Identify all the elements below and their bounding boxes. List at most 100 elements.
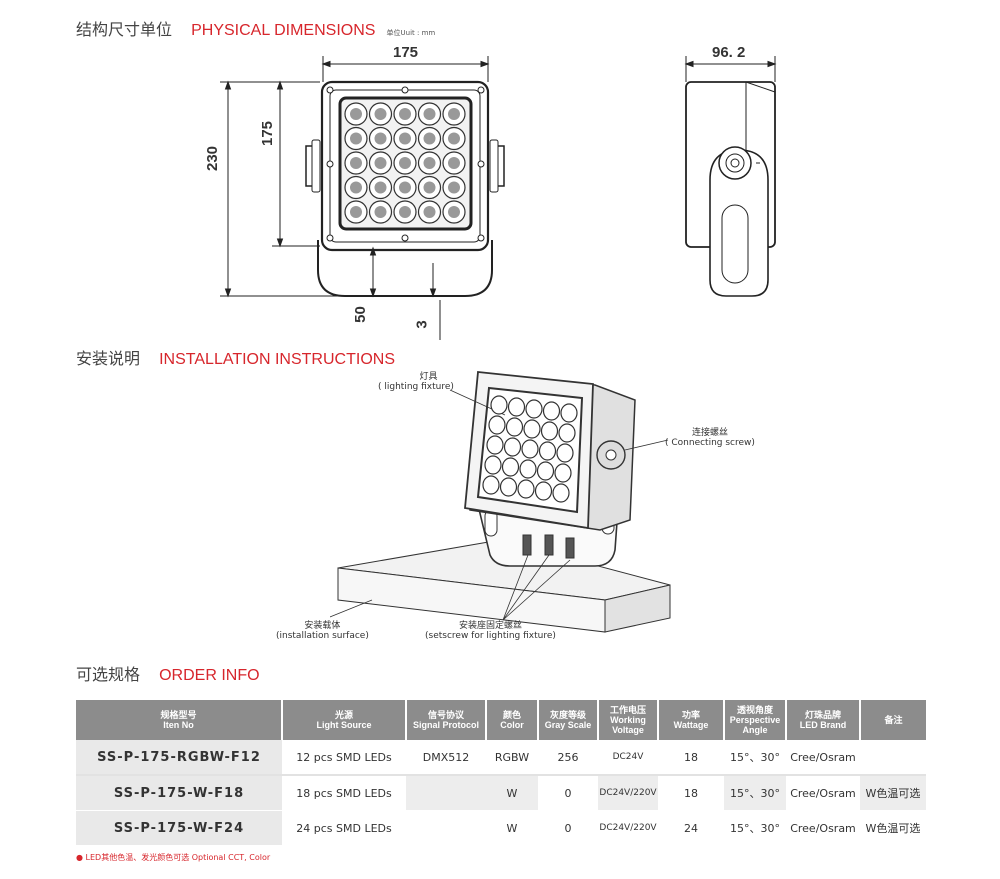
led-lens [536,461,555,481]
table-row: SS-P-175-RGBW-F12 12 pcs SMD LEDs DMX512… [76,740,926,776]
led-chip [423,108,436,120]
cell-color: W [486,810,538,846]
cell-light-source: 18 pcs SMD LEDs [282,775,406,811]
led-chip [374,206,387,218]
led-lens [486,435,504,455]
led-chip [448,132,460,145]
dim-front-width: 175 [393,44,419,61]
led-chip [423,181,436,194]
surface-label: 安装载体 (installation surface) [276,621,369,641]
led-chip [374,157,387,169]
section-title-cn: 结构尺寸单位 [76,20,173,39]
unit-label: 单位Uuit : mm [386,29,436,37]
section-dimensions-heading: 结构尺寸单位 PHYSICAL DIMENSIONS 单位Uuit : mm [76,16,435,40]
led-lens [503,437,522,457]
led-chip [423,132,436,145]
setscrew-label: 安装座固定螺丝 (setscrew for lighting fixture) [425,621,556,641]
led-chip [399,157,411,169]
cell-item-no: SS-P-175-W-F18 [76,775,282,811]
led-chip [374,132,387,145]
led-chip [350,181,362,194]
led-lens [507,397,526,417]
led-lens [556,443,574,463]
led-chip [448,181,460,194]
led-chip [423,206,436,218]
connecting-screw-label: 连接螺丝 ( Connecting screw) [665,428,755,448]
led-lens [538,441,557,461]
header-remarks: 备注 [860,700,926,740]
cell-remarks: W色温可选 [860,810,926,846]
led-lens [540,421,559,441]
led-chip [423,157,436,169]
led-chip [399,181,411,194]
table-row: SS-P-175-W-F18 18 pcs SMD LEDs W 0 DC24V… [76,775,926,811]
led-chip [399,108,411,120]
led-chip [350,132,362,145]
led-lens [554,463,572,483]
led-lens [523,419,541,439]
led-lens [505,417,524,437]
footnote: ● LED其他色温、发光颜色可选 Optional CCT, Color [76,853,271,862]
table-row: SS-P-175-W-F24 24 pcs SMD LEDs W 0 DC24V… [76,810,926,846]
dim-total-height: 230 [204,145,222,172]
led-chip [374,108,387,120]
led-chip [448,108,460,120]
cell-voltage: DC24V/220V [598,810,658,846]
led-lens [534,481,553,501]
cell-led-brand: Cree/Osram [786,740,860,776]
cell-wattage: 24 [658,810,724,846]
front-view-drawing [220,56,505,340]
cell-voltage: DC24V [598,740,658,776]
cell-wattage: 18 [658,775,724,811]
installation-illustration [330,371,671,633]
led-lens [521,439,539,459]
dim-bracket-height: 50 [351,306,369,323]
section-title-en: INSTALLATION INSTRUCTIONS [159,351,395,368]
led-chip [399,132,411,145]
led-lens [560,403,578,423]
dim-gap: 3 [413,320,431,329]
led-chip [399,206,411,218]
cell-color: W [486,775,538,811]
led-chip [350,206,362,218]
cell-color: RGBW [486,740,538,776]
cell-signal-protocol [406,810,486,846]
section-title-en: PHYSICAL DIMENSIONS [191,22,376,39]
cell-light-source: 24 pcs SMD LEDs [282,810,406,846]
cell-angle: 15°、30° [724,810,786,846]
led-lens [525,399,543,419]
cell-gray-scale: 256 [538,740,598,776]
section-order-heading: 可选规格 ORDER INFO [76,661,260,685]
section-title-en: ORDER INFO [159,667,260,684]
surface-label-cn: 安装载体 [304,621,341,631]
led-chip [448,157,460,169]
setscrew-label-cn: 安装座固定螺丝 [458,621,522,631]
cell-signal-protocol: DMX512 [406,740,486,776]
cell-led-brand: Cree/Osram [786,810,860,846]
cell-light-source: 12 pcs SMD LEDs [282,740,406,776]
led-lens [552,483,570,503]
screw-label-en: ( Connecting screw) [665,438,755,448]
led-lens [488,415,506,435]
led-lens [482,475,500,495]
cell-gray-scale: 0 [538,810,598,846]
led-chip [350,108,362,120]
cell-led-brand: Cree/Osram [786,775,860,811]
screw-label-cn: 连接螺丝 [691,428,728,438]
cell-gray-scale: 0 [538,775,598,811]
led-lens [501,457,520,477]
setscrew-label-en: (setscrew for lighting fixture) [425,631,556,641]
led-lens [517,479,535,499]
cell-remarks [860,740,926,776]
dim-side-depth: 96. 2 [712,44,746,61]
dim-panel-height: 175 [259,120,277,147]
led-lens [519,459,537,479]
